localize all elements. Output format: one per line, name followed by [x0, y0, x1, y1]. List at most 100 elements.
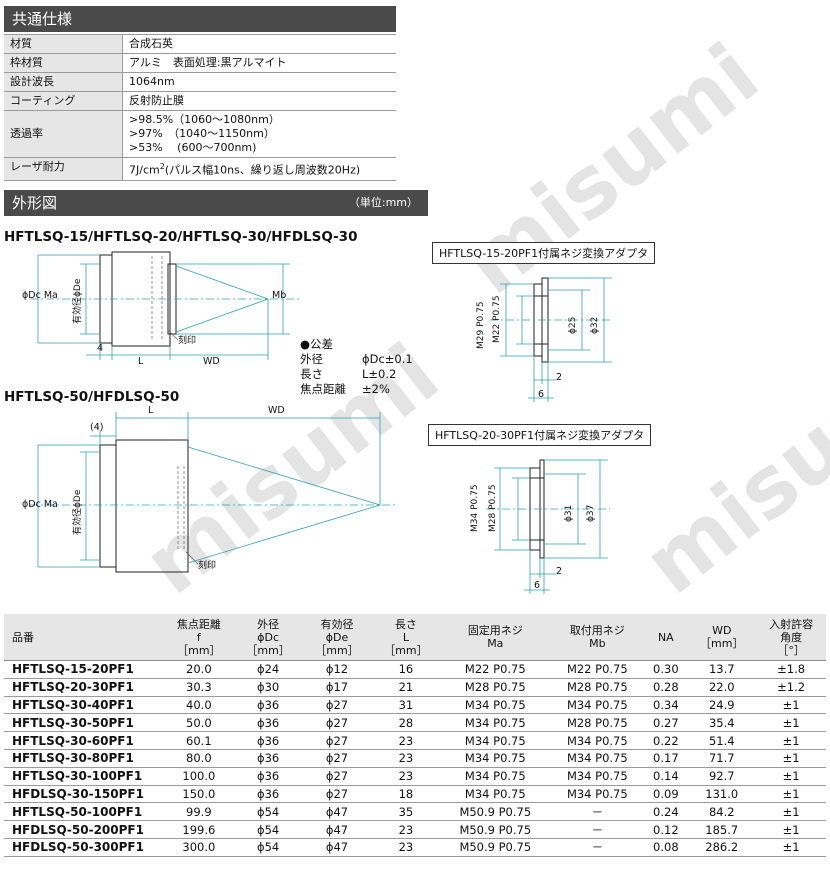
dim-l-label: L	[148, 405, 154, 416]
tolerance-key: 長さ	[300, 367, 323, 381]
table-cell: ϕ36	[233, 696, 303, 715]
col-header-line: Mb	[589, 637, 606, 650]
table-cell: M34 P0.75	[550, 696, 645, 715]
table-cell: 0.24	[644, 802, 688, 822]
table-cell: ϕ36	[233, 731, 303, 750]
table-cell: 30.3	[164, 678, 234, 697]
col-header-line: WD	[712, 624, 732, 637]
table-cell: ±1	[756, 749, 826, 768]
table-cell: M34 P0.75	[440, 785, 551, 804]
lens-drawing-large	[30, 412, 395, 573]
table-cell: ϕ47	[302, 802, 372, 822]
adapter2-m-outer: M34 P0.75	[470, 484, 480, 532]
part-number-cell: HFDLSQ-50-200PF1	[4, 820, 164, 839]
table-cell: ±1	[756, 785, 826, 804]
part-number-cell: HFTLSQ-30-80PF1	[4, 749, 164, 768]
spec-value-sup: 2	[159, 162, 165, 171]
table-cell: 23	[371, 820, 441, 839]
part-number-cell: HFTLSQ-30-60PF1	[4, 731, 164, 750]
table-cell: M22 P0.75	[440, 660, 551, 679]
table-cell: M34 P0.75	[550, 767, 645, 786]
table-cell: 84.2	[687, 802, 757, 822]
spec-key: レーザ耐力	[4, 157, 123, 181]
table-cell: 131.0	[687, 785, 757, 804]
adapter2-m-inner: M28 P0.75	[488, 484, 498, 532]
table-cell: ϕ27	[302, 749, 372, 768]
table-cell: ±1	[756, 767, 826, 786]
part-number-cell: HFTLSQ-30-50PF1	[4, 713, 164, 733]
spec-row: 材質 合成石英	[4, 34, 396, 54]
adapter1-m-inner: M22 P0.75	[492, 295, 502, 343]
table-cell: ±1	[756, 713, 826, 733]
adapter1-d-inner: ϕ25	[568, 316, 578, 334]
part-number-cell: HFTLSQ-30-40PF1	[4, 696, 164, 715]
adapter2-d-inner: ϕ31	[564, 504, 574, 522]
dim-l-label: L	[138, 356, 144, 367]
table-cell: 35.4	[687, 713, 757, 733]
spec-key: 材質	[4, 34, 123, 54]
outline-drawing	[30, 251, 612, 594]
part-number-cell: HFTLSQ-20-30PF1	[4, 678, 164, 697]
table-cell: ϕ30	[233, 678, 303, 697]
table-cell: ϕ36	[233, 767, 303, 786]
spec-value: >98.5%（1060～1080nm） >97% （1040～1150nm） >…	[122, 110, 396, 158]
table-cell: 23	[371, 749, 441, 768]
table-cell: 0.34	[644, 696, 688, 715]
adapter1-m-outer: M29 P0.75	[476, 301, 486, 349]
col-header-line: ［°］	[777, 643, 805, 657]
col-header-line: ［mm］	[315, 643, 359, 657]
col-header-line: ［mm］	[246, 643, 290, 657]
table-cell: ϕ12	[302, 660, 372, 679]
table-cell: ±1	[756, 838, 826, 857]
dim-4-label: (4)	[90, 422, 104, 433]
table-cell: 22.0	[687, 678, 757, 697]
unit-label: （単位:mm）	[348, 196, 418, 209]
col-header-line: Ma	[487, 637, 504, 650]
table-cell: 100.0	[164, 767, 234, 786]
part-number-cell: HFDLSQ-50-300PF1	[4, 838, 164, 857]
tolerance-value: L±0.2	[362, 367, 397, 381]
col-header-line: 外径	[257, 617, 280, 631]
table-cell: M34 P0.75	[550, 785, 645, 804]
table-cell: 0.14	[644, 767, 688, 786]
table-cell: 20.0	[164, 660, 234, 679]
part-number-cell: HFTLSQ-50-100PF1	[4, 802, 164, 822]
adapter-drawing-1	[490, 277, 612, 402]
table-cell: M34 P0.75	[440, 713, 551, 733]
spec-key: 設計波長	[4, 72, 123, 92]
table-cell: 0.30	[644, 660, 688, 679]
spec-key: 透過率	[4, 110, 123, 158]
table-cell: ϕ27	[302, 767, 372, 786]
adapter1-dim-a: 2	[556, 372, 563, 383]
table-cell: M50.9 P0.75	[440, 820, 551, 839]
spec-section-header: 共通仕様	[4, 6, 396, 32]
table-cell: ϕ36	[233, 713, 303, 733]
tolerance-title: ●公差	[300, 337, 334, 351]
table-cell: 0.27	[644, 713, 688, 733]
spec-value: アルミ 表面処理:黒アルマイト	[122, 53, 396, 73]
table-cell: 23	[371, 731, 441, 750]
table-cell: 150.0	[164, 785, 234, 804]
part-number-cell: HFDLSQ-30-150PF1	[4, 785, 164, 804]
spec-value: 7J/cm2(パルス幅10ns、繰り返し周波数20Hz)	[122, 157, 396, 181]
table-cell: －	[550, 802, 645, 822]
table-cell: 21	[371, 678, 441, 697]
spec-section-title: 共通仕様	[12, 10, 73, 28]
table-cell: 300.0	[164, 838, 234, 857]
table-cell: 23	[371, 838, 441, 857]
drawing2-title: HFTLSQ-50/HFDLSQ-50	[4, 389, 180, 405]
adapter1-dim-b: 6	[538, 389, 545, 400]
table-cell: ϕ27	[302, 785, 372, 804]
table-cell: 0.28	[644, 678, 688, 697]
table-cell: 51.4	[687, 731, 757, 750]
